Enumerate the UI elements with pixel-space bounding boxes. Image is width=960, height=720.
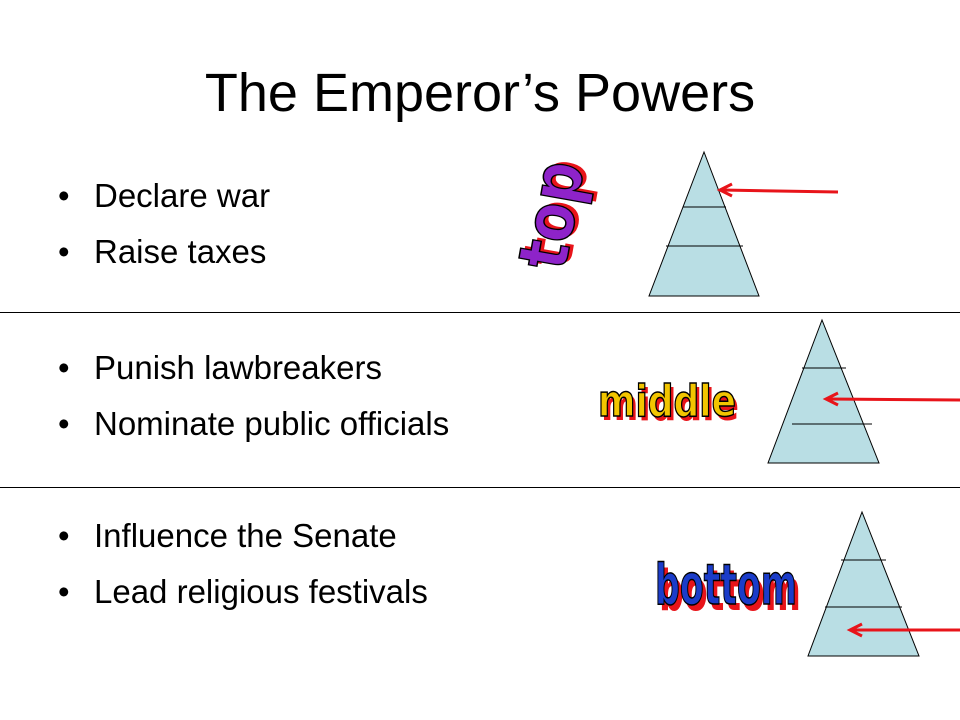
slide-title: The Emperor’s Powers xyxy=(204,63,756,123)
bullet-dot: • xyxy=(58,233,70,270)
wordart-middle-text: middle xyxy=(598,376,736,427)
bullet-text: Influence the Senate xyxy=(94,517,397,554)
bullet-group-top: • Declare war • Raise taxes xyxy=(58,168,270,280)
bullet-dot: • xyxy=(58,349,70,386)
wordart-top-text: top xyxy=(504,155,601,275)
bullet-dot: • xyxy=(58,573,70,610)
bullet-group-bottom: • Influence the Senate • Lead religious fe… xyxy=(58,508,428,620)
bullet-text: Lead religious festivals xyxy=(94,573,428,610)
bullet-dot: • xyxy=(58,177,70,214)
bullet-item: • Declare war xyxy=(58,168,270,224)
divider-line xyxy=(0,487,960,488)
wordart-top-shadow: top xyxy=(508,153,605,273)
bullet-dot: • xyxy=(58,517,70,554)
wordart-middle-shadow: middle xyxy=(601,380,739,431)
wordart-bottom-shadow: bottom xyxy=(659,559,801,624)
bullet-item: • Raise taxes xyxy=(58,224,270,280)
bullet-dot: • xyxy=(58,405,70,442)
red-arrow-icon xyxy=(846,622,960,638)
red-arrow-icon xyxy=(716,182,839,198)
bullet-item: • Nominate public officials xyxy=(58,396,449,452)
bullet-item: • Influence the Senate xyxy=(58,508,428,564)
wordart-bottom-text: bottom xyxy=(655,553,797,618)
pyramid-icon xyxy=(767,318,880,464)
bullet-text: Declare war xyxy=(94,177,271,214)
bullet-item: • Punish lawbreakers xyxy=(58,340,449,396)
red-arrow-icon xyxy=(822,391,960,407)
bullet-group-middle: • Punish lawbreakers • Nominate public off… xyxy=(58,340,449,452)
divider-line xyxy=(0,312,960,313)
pyramid-icon xyxy=(807,510,920,657)
wordart-bottom: bottom bottom xyxy=(654,552,801,624)
bullet-text: Nominate public officials xyxy=(94,405,450,442)
wordart-middle: middle middle xyxy=(597,375,739,431)
bullet-text: Raise taxes xyxy=(94,233,267,270)
wordart-top: top top xyxy=(503,153,605,276)
pyramid-icon xyxy=(648,150,760,297)
bullet-text: Punish lawbreakers xyxy=(94,349,382,386)
bullet-item: • Lead religious festivals xyxy=(58,564,428,620)
